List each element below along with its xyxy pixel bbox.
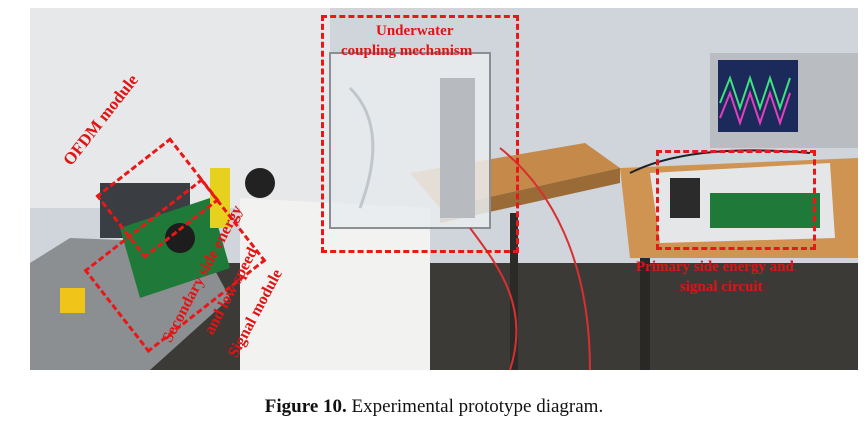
figure-caption: Figure 10. Experimental prototype diagra…	[0, 396, 868, 418]
coupling-mechanism-box	[321, 15, 519, 253]
plastic-fold	[348, 86, 375, 209]
label-primary-line1: Primary side energy and	[636, 259, 794, 275]
white-cabinet	[240, 198, 430, 370]
black-coil	[245, 168, 275, 198]
primary-pcb	[710, 193, 820, 228]
scope-trace-magenta	[719, 89, 791, 127]
yellow-cable	[210, 168, 230, 228]
photo-scene	[30, 8, 858, 370]
label-coupling-mechanism: coupling mechanism	[341, 43, 473, 59]
primary-component	[670, 178, 700, 218]
scope-trace-green	[719, 74, 791, 112]
prototype-photo: Underwater coupling mechanism OFDM modul…	[30, 8, 858, 370]
wall-bright-area	[30, 8, 330, 208]
figure-number: Figure 10.	[264, 396, 347, 417]
red-cable-2	[469, 227, 518, 370]
primary-circuit-box	[656, 150, 816, 250]
coil-cylinder	[440, 78, 475, 218]
inductor	[165, 223, 195, 253]
figure-caption-text: Experimental prototype diagram.	[351, 396, 604, 417]
label-primary-line2: signal circuit	[680, 279, 763, 295]
label-underwater: Underwater	[376, 23, 454, 39]
coupling-container-outline	[329, 52, 491, 229]
yellow-connector	[60, 288, 85, 313]
right-table-leg	[640, 258, 650, 370]
table-leg	[510, 213, 518, 370]
